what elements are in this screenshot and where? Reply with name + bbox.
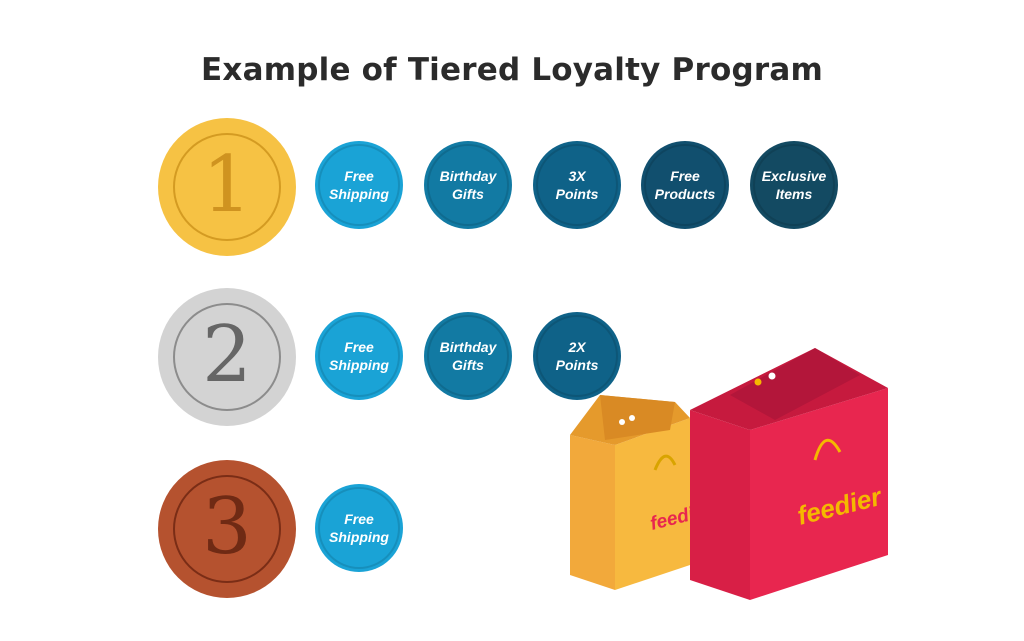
tier-3-number: 3 xyxy=(202,482,252,572)
perk-line2: Shipping xyxy=(329,186,389,202)
tier-2-number: 2 xyxy=(202,310,252,400)
perk-line1: 3X xyxy=(568,168,586,184)
tier-2-perk-2x-points: 2X Points xyxy=(533,312,621,400)
perk-line1: Birthday xyxy=(439,168,497,184)
perk-line2: Points xyxy=(555,186,599,202)
perk-line2: Items xyxy=(775,186,813,202)
tier-1-medal-ring: 1 xyxy=(173,133,281,241)
perk-line1: Birthday xyxy=(439,339,497,355)
tier-3-medal-ring: 3 xyxy=(173,475,281,583)
red-shopping-bag: feedier xyxy=(690,348,888,600)
perk-line1: Free xyxy=(344,339,374,355)
perk-line1: 2X xyxy=(568,339,586,355)
perk-line2: Gifts xyxy=(452,357,484,373)
tier-2-medal: 2 xyxy=(158,288,296,426)
tier-1-perk-3x-points: 3X Points xyxy=(533,141,621,229)
orange-shopping-bag: feedier xyxy=(570,395,715,590)
perk-line2: Products xyxy=(654,186,716,202)
perk-line2: Shipping xyxy=(329,529,389,545)
tier-1-number: 1 xyxy=(202,140,252,230)
perk-line1: Free xyxy=(344,168,374,184)
page-title: Example of Tiered Loyalty Program xyxy=(201,52,823,88)
tier-3-medal: 3 xyxy=(158,460,296,598)
perk-line1: Free xyxy=(344,511,374,527)
perk-line1: Free xyxy=(670,168,700,184)
tier-2-medal-ring: 2 xyxy=(173,303,281,411)
tier-1-medal: 1 xyxy=(158,118,296,256)
perk-line2: Shipping xyxy=(329,357,389,373)
shopping-bags-illustration: feedier feedier xyxy=(570,348,888,600)
perk-line2: Points xyxy=(555,357,599,373)
perk-line1: Exclusive xyxy=(761,168,827,184)
perk-line2: Gifts xyxy=(452,186,484,202)
